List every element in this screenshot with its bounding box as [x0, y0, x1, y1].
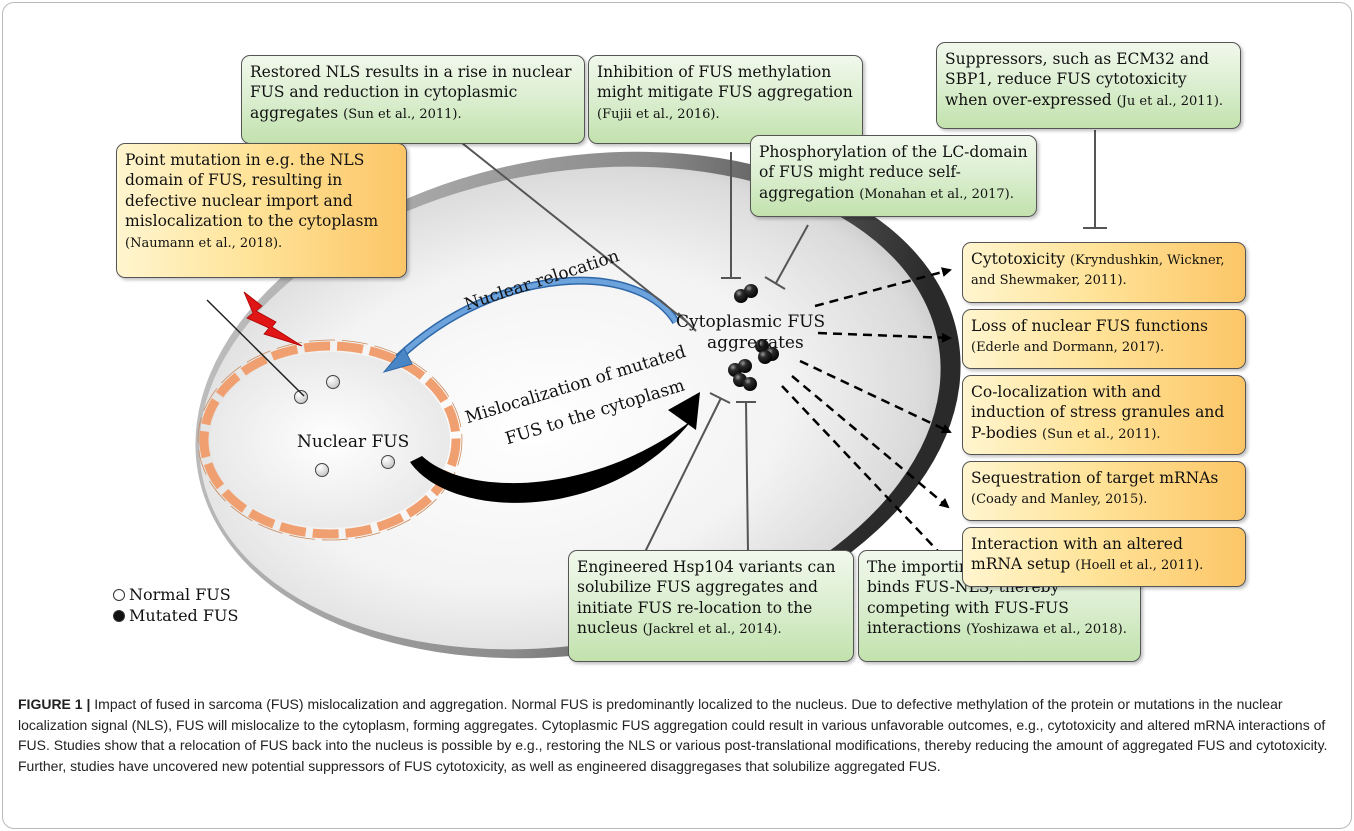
outcome-altered-mrna: Interaction with an altered mRNA setup (… [962, 527, 1246, 587]
outcome-cytotoxicity-text: Cytotoxicity [971, 250, 1066, 268]
outcome-stress-granules: Co-localization with and induction of st… [962, 375, 1246, 455]
mutated-fus [755, 339, 769, 353]
outcome-altered-mrna-text: Interaction with an altered mRNA setup [971, 535, 1183, 574]
outcome-sequestration: Sequestration of target mRNAs (Coady and… [962, 461, 1246, 521]
box-hsp104: Engineered Hsp104 variants can solubiliz… [568, 550, 854, 662]
inhibition-lines [461, 130, 1107, 553]
nucleus-body [210, 352, 450, 528]
outcome-cytotoxicity-cite: (Kryndushkin, Wickner, and Shewmaker, 20… [971, 253, 1225, 289]
nuclear-envelope [199, 341, 461, 539]
nuclear-envelope-outline [197, 339, 463, 541]
normal-fus-particles [294, 375, 395, 477]
outcome-stress-granules-cite: (Sun et al., 2011). [1042, 426, 1161, 442]
mutated-fus [758, 350, 772, 364]
box-suppressors-text: Suppressors, such as ECM32 and SBP1, red… [945, 50, 1209, 109]
outcome-loss-of-function: Loss of nuclear FUS functions (Ederle an… [962, 309, 1246, 369]
mutation-connector [206, 299, 305, 397]
figure-label: FIGURE 1 | [18, 696, 91, 712]
outcome-stress-granules-text: Co-localization with and induction of st… [971, 383, 1225, 442]
box-restored-nls-cite: (Sun et al., 2011). [343, 106, 462, 122]
outcome-loss-of-function-text: Loss of nuclear FUS functions [971, 317, 1209, 335]
box-point-mutation-text: Point mutation in e.g. the NLS domain of… [125, 151, 379, 231]
box-hsp104-cite: (Jackrel et al., 2014). [642, 622, 782, 638]
normal-fus [381, 455, 395, 469]
nuclear-relocation-arrow [382, 276, 680, 373]
normal-fus [326, 375, 340, 389]
mutated-fus [738, 359, 752, 373]
box-methylation-text: Inhibition of FUS methylation might miti… [597, 63, 853, 102]
box-methylation: Inhibition of FUS methylation might miti… [588, 55, 863, 144]
caption-text: Impact of fused in sarcoma (FUS) misloca… [18, 696, 1328, 775]
normal-fus-legend-icon [113, 589, 125, 601]
box-point-mutation-cite: (Naumann et al., 2018). [125, 235, 283, 251]
outcome-arrows [781, 267, 954, 568]
cytoplasmic-aggregates [728, 284, 779, 391]
mutated-fus-legend-icon [113, 610, 125, 622]
outcome-sequestration-cite: (Coady and Manley, 2015). [971, 492, 1148, 508]
nucleus [197, 339, 463, 541]
outcome-loss-of-function-cite: (Ederle and Dormann, 2017). [971, 340, 1165, 356]
mutated-fus [744, 284, 758, 298]
box-suppressors-cite: (Ju et al., 2011). [1116, 93, 1224, 109]
box-point-mutation: Point mutation in e.g. the NLS domain of… [116, 143, 407, 278]
mislocalization-arrow [410, 392, 700, 503]
label-nuclear-fus: Nuclear FUS [297, 432, 410, 452]
box-restored-nls-text: Restored NLS results in a rise in nuclea… [250, 63, 572, 122]
box-phosphorylation-cite: (Monahan et al., 2017). [859, 186, 1014, 202]
box-suppressors: Suppressors, such as ECM32 and SBP1, red… [936, 42, 1241, 129]
box-importin-cite: (Yoshizawa et al., 2018). [966, 622, 1127, 638]
legend-normal: Normal FUS [113, 585, 231, 604]
outcome-altered-mrna-cite: (Hoell et al., 2011). [1075, 558, 1204, 574]
box-restored-nls: Restored NLS results in a rise in nuclea… [241, 55, 585, 144]
outcome-sequestration-text: Sequestration of target mRNAs [971, 469, 1219, 487]
mutation-lightning-icon [243, 291, 303, 347]
box-hsp104-text: Engineered Hsp104 variants can solubiliz… [577, 558, 836, 638]
outcome-cytotoxicity: Cytotoxicity (Kryndushkin, Wickner, and … [962, 242, 1246, 303]
box-methylation-cite: (Fujii et al., 2016). [597, 106, 720, 122]
normal-fus [315, 463, 329, 477]
fus-diagram [195, 130, 1107, 659]
label-cytoplasmic-line1: Cytoplasmic FUS [676, 312, 826, 332]
label-cytoplasmic-line2: aggregates [707, 333, 804, 353]
legend-normal-label: Normal FUS [129, 585, 231, 604]
figure-caption: FIGURE 1 | Impact of fused in sarcoma (F… [18, 694, 1338, 777]
legend-mutated: Mutated FUS [113, 606, 238, 625]
box-phosphorylation: Phosphorylation of the LC-domain of FUS … [750, 135, 1037, 217]
mutated-fus [743, 377, 757, 391]
legend-mutated-label: Mutated FUS [129, 606, 239, 625]
normal-fus [294, 390, 308, 404]
box-phosphorylation-text: Phosphorylation of the LC-domain of FUS … [759, 143, 1028, 202]
